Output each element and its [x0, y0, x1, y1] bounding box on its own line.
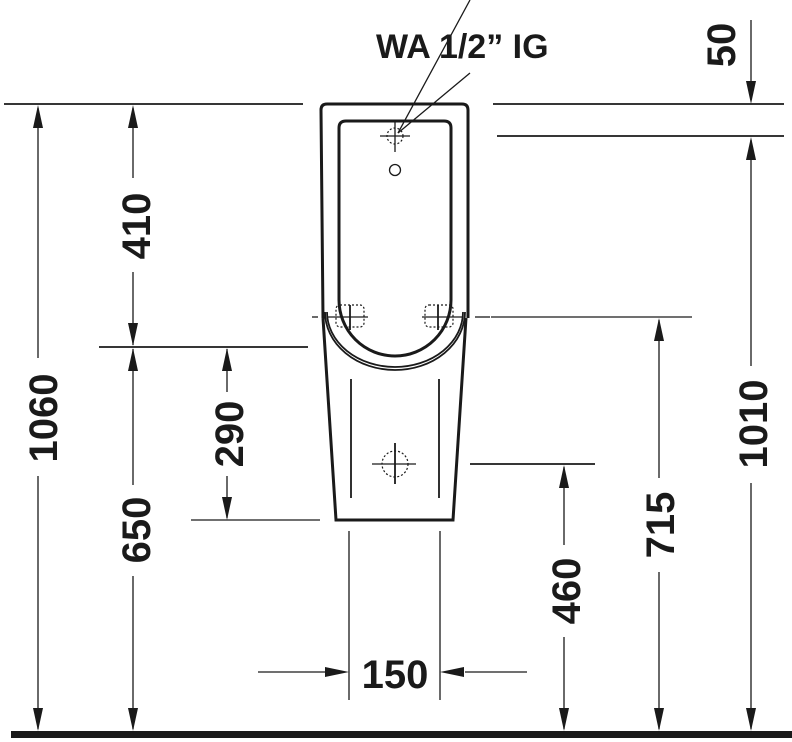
annotation-leader-line	[397, 0, 471, 134]
fixing-point-right-icon	[422, 304, 462, 330]
dimension-150-label: 150	[362, 653, 429, 697]
dimension-715: 715	[639, 318, 683, 731]
dimension-410: 410	[115, 105, 159, 346]
inner-bowl	[337, 119, 453, 358]
dimension-290-label: 290	[208, 401, 252, 468]
floor-line	[11, 731, 792, 738]
dimension-460-label: 460	[545, 558, 589, 625]
dimension-50: 50	[700, 20, 756, 200]
outer-shell	[319, 102, 470, 319]
dimension-50-label: 50	[700, 23, 744, 68]
urinal-body	[319, 102, 470, 522]
bowl-rim-outer	[324, 311, 466, 371]
dimension-715-label: 715	[639, 492, 683, 559]
dimension-1060-label: 1060	[22, 374, 66, 463]
dimension-290: 290	[208, 348, 252, 520]
lower-body	[321, 317, 468, 522]
bowl-rim-inner	[326, 311, 464, 368]
dimension-1060: 1060	[22, 105, 66, 731]
inlet-annotation-label: WA 1/2” IG	[376, 28, 549, 66]
dimension-1010: 1010	[732, 200, 776, 731]
flush-hole	[388, 163, 402, 177]
outlet-marker-icon	[372, 443, 416, 484]
fixing-point-left-icon	[328, 304, 368, 330]
dimension-1010-label: 1010	[732, 380, 776, 469]
dimension-650: 650	[115, 348, 159, 731]
dimension-150: 150	[258, 653, 527, 697]
dimension-650-label: 650	[115, 497, 159, 564]
dimension-460: 460	[545, 465, 589, 731]
dimension-410-label: 410	[115, 193, 159, 260]
water-inlet-marker-icon	[380, 122, 410, 152]
